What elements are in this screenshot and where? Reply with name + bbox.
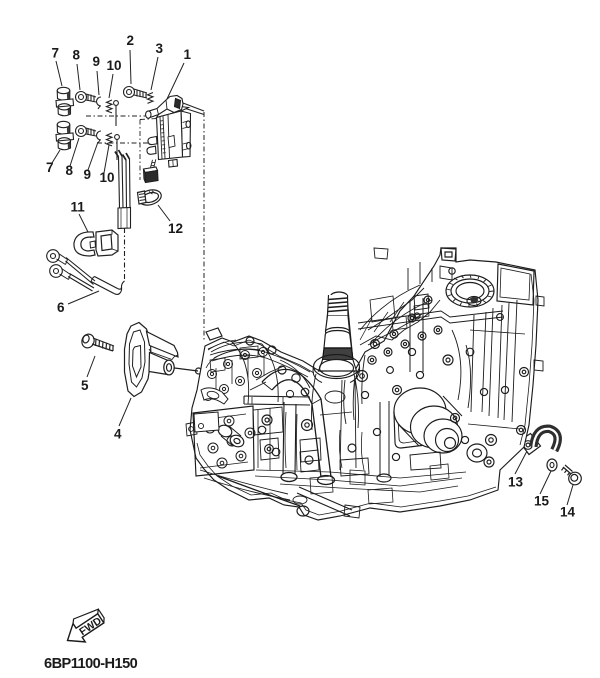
- svg-text:13: 13: [508, 475, 524, 490]
- svg-text:6BP1100-H150: 6BP1100-H150: [44, 656, 138, 672]
- svg-text:8: 8: [73, 48, 81, 63]
- svg-text:7: 7: [52, 46, 60, 61]
- svg-text:10: 10: [100, 170, 115, 185]
- svg-text:15: 15: [534, 494, 550, 509]
- svg-text:9: 9: [84, 167, 92, 182]
- svg-text:5: 5: [81, 378, 89, 393]
- svg-text:11: 11: [71, 200, 86, 215]
- svg-text:2: 2: [127, 33, 135, 48]
- svg-text:8: 8: [66, 163, 74, 178]
- svg-text:9: 9: [93, 54, 101, 69]
- svg-text:7: 7: [46, 160, 54, 175]
- svg-text:4: 4: [114, 427, 122, 442]
- svg-text:12: 12: [168, 221, 183, 236]
- svg-text:10: 10: [107, 58, 122, 73]
- svg-text:1: 1: [184, 47, 192, 62]
- svg-text:3: 3: [156, 41, 164, 56]
- svg-text:14: 14: [560, 505, 576, 520]
- svg-text:6: 6: [57, 300, 65, 315]
